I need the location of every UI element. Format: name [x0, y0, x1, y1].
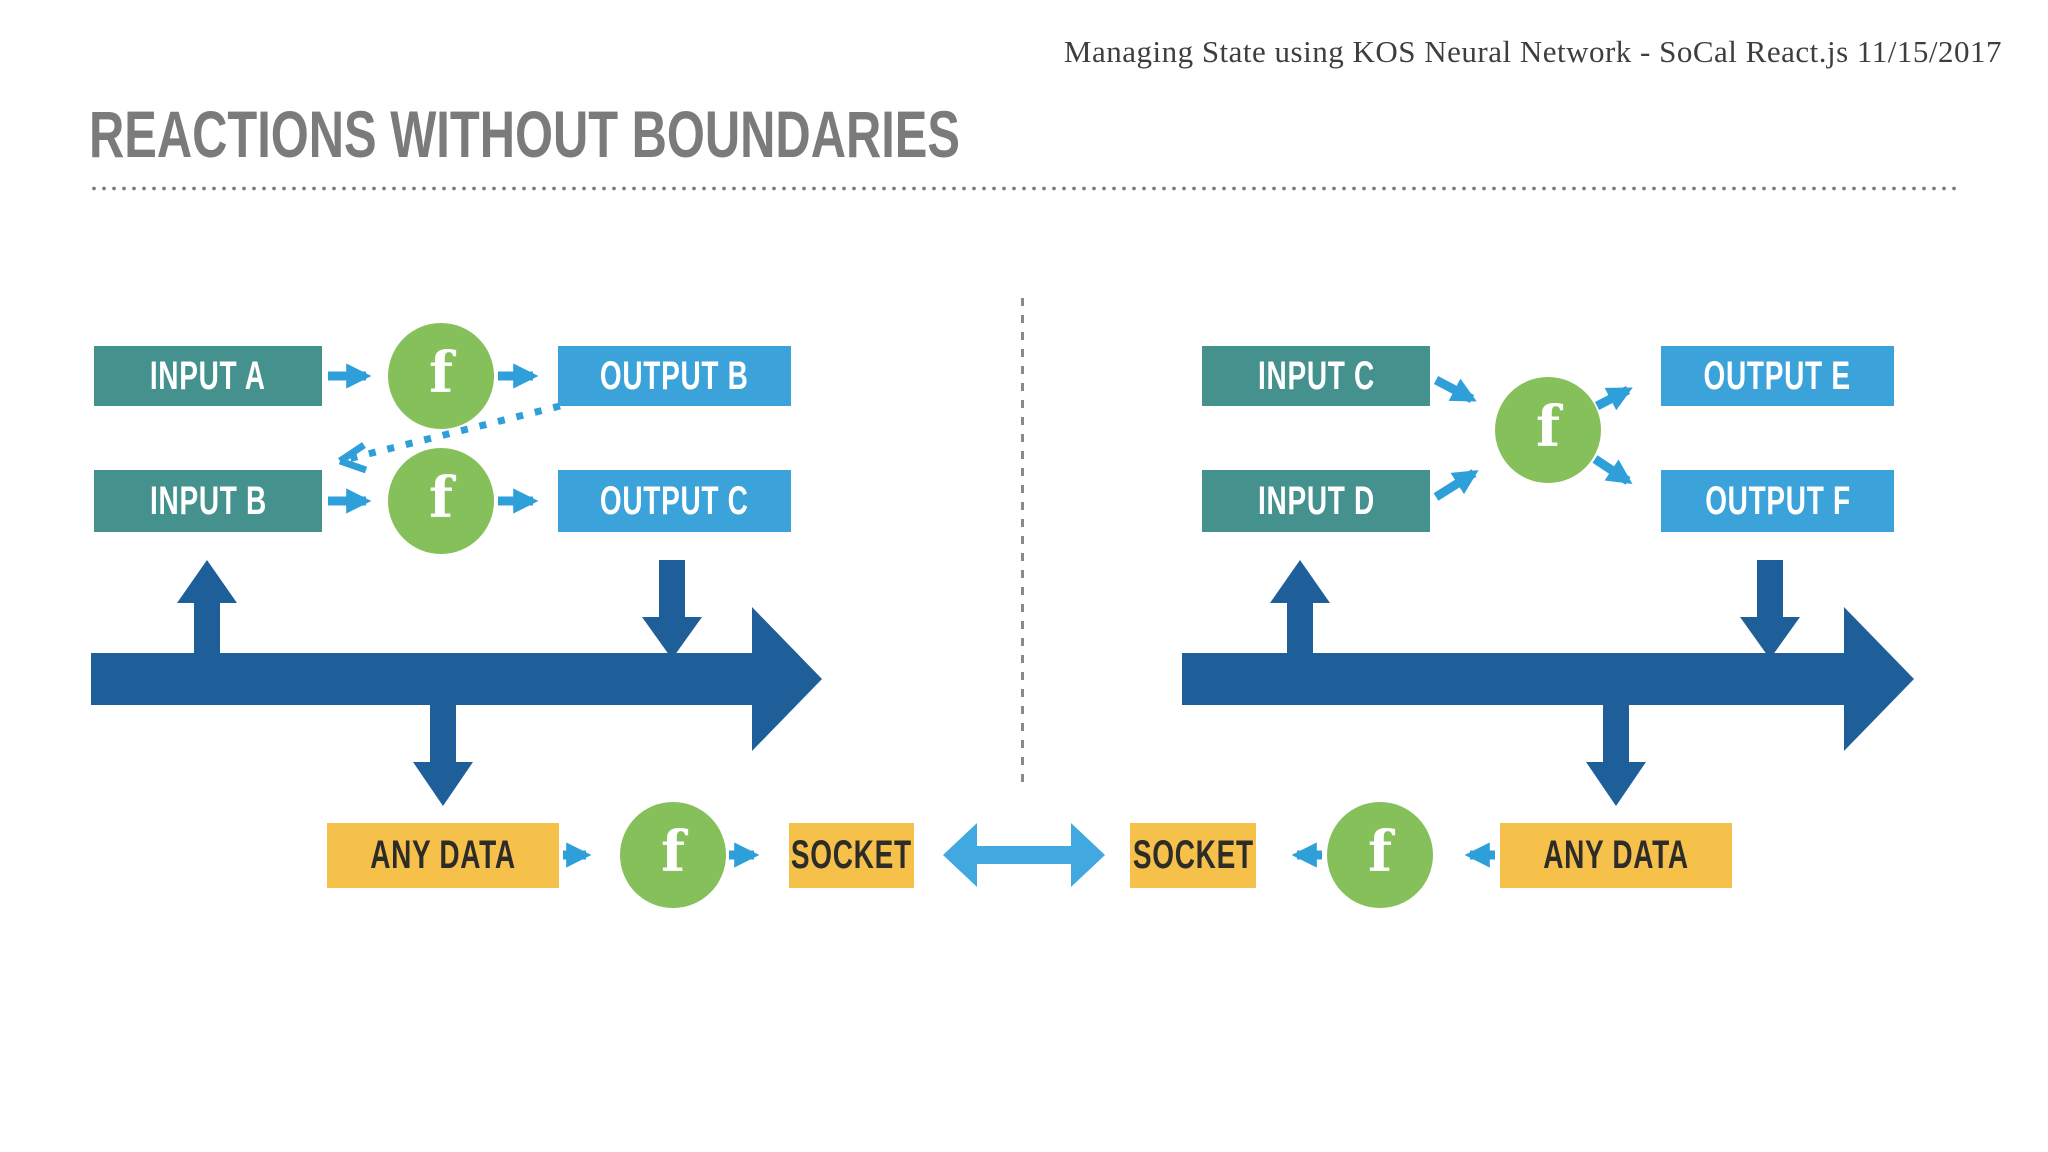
node-label: ANY DATA — [1543, 833, 1689, 877]
node-socket-left: SOCKET — [789, 823, 914, 888]
node-input-a: INPUT A — [94, 346, 322, 406]
bus-up-arrow-right — [1270, 560, 1330, 654]
arrow-fn-to-output-e — [1594, 386, 1633, 411]
node-any-data-left: ANY DATA — [327, 823, 559, 888]
node-input-c: INPUT C — [1202, 346, 1430, 406]
bus-arrow-left — [91, 560, 822, 806]
function-label: f — [428, 340, 454, 406]
bus-down-in-arrow-right — [1740, 560, 1800, 659]
node-output-f: OUTPUT F — [1661, 470, 1894, 532]
node-input-d: INPUT D — [1202, 470, 1430, 532]
node-label: OUTPUT F — [1704, 478, 1851, 523]
node-socket-right: SOCKET — [1130, 823, 1256, 888]
function-label: f — [1535, 394, 1561, 460]
bus-down-out-arrow-left — [413, 704, 473, 806]
node-label: INPUT D — [1257, 478, 1375, 523]
function-label: f — [660, 819, 686, 885]
function-label: f — [428, 465, 454, 531]
node-output-e: OUTPUT E — [1661, 346, 1894, 406]
function-node-left-2: f — [388, 448, 494, 554]
node-input-b: INPUT B — [94, 470, 322, 532]
socket-double-arrow — [943, 823, 1105, 887]
page-title: REACTIONS WITHOUT BOUNDARIES — [89, 97, 960, 171]
node-label: OUTPUT E — [1703, 353, 1852, 398]
node-label: INPUT B — [149, 478, 267, 523]
node-any-data-right: ANY DATA — [1500, 823, 1732, 888]
node-label: OUTPUT C — [600, 478, 749, 523]
node-label: INPUT A — [150, 353, 266, 398]
header-credit: Managing State using KOS Neural Network … — [1063, 34, 2002, 69]
title-dotted-rule — [89, 186, 1958, 191]
function-node-right: f — [1495, 377, 1601, 483]
node-label: ANY DATA — [370, 833, 516, 877]
arrow-input-c-to-fn — [1433, 376, 1477, 403]
bus-down-in-arrow-left — [642, 560, 702, 659]
function-node-left-1: f — [388, 323, 494, 429]
node-label: SOCKET — [1132, 833, 1254, 877]
node-output-b: OUTPUT B — [558, 346, 791, 406]
bus-down-out-arrow-right — [1586, 704, 1646, 806]
node-label: SOCKET — [791, 833, 912, 877]
center-dashed-divider — [1021, 298, 1024, 786]
function-node-bottom-left: f — [620, 802, 726, 908]
node-label: INPUT C — [1257, 353, 1375, 398]
node-output-c: OUTPUT C — [558, 470, 791, 532]
function-label: f — [1367, 819, 1393, 885]
node-label: OUTPUT B — [600, 353, 749, 398]
arrow-input-d-to-fn — [1433, 469, 1479, 501]
bus-up-arrow-left — [177, 560, 237, 654]
bus-arrow-right — [1182, 560, 1914, 806]
arrow-fn-to-output-f — [1592, 455, 1633, 485]
function-node-bottom-right: f — [1327, 802, 1433, 908]
